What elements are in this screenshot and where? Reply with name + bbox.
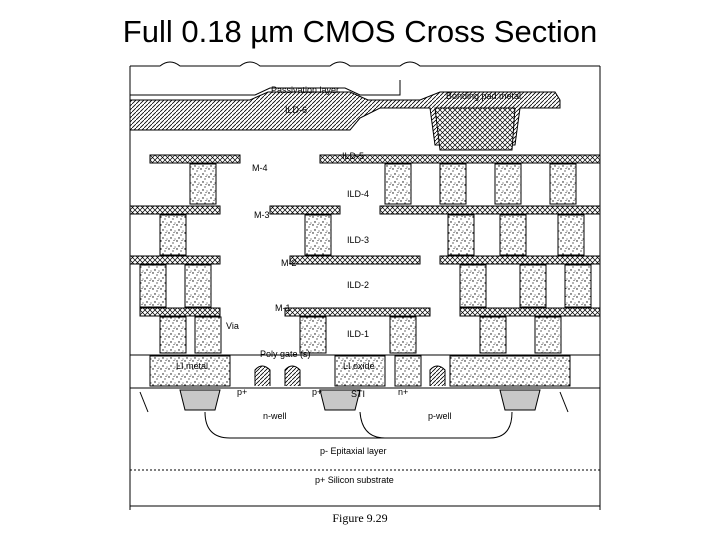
- label-passivation: Passivation layer: [271, 85, 339, 95]
- label-ild5: ILD-5: [342, 151, 364, 161]
- label-p-plus-right: p+: [312, 387, 322, 397]
- label-ild1: ILD-1: [347, 329, 369, 339]
- label-bonding-pad: Bonding pad metal: [446, 91, 521, 101]
- label-n-plus: n+: [398, 387, 408, 397]
- label-m3: M-3: [254, 210, 270, 220]
- local-interconnect: [130, 354, 600, 387]
- bonding-pad-metal: [434, 107, 516, 151]
- well-boundaries: [204, 411, 513, 439]
- label-p-well: p-well: [428, 411, 452, 421]
- via-plugs: [139, 163, 592, 354]
- passivation-layer: [130, 61, 600, 96]
- label-silicon-substrate: p+ Silicon substrate: [315, 475, 394, 485]
- label-ild2: ILD-2: [347, 280, 369, 290]
- label-n-well: n-well: [263, 411, 287, 421]
- label-via: Via: [226, 321, 239, 331]
- label-li-metal: LI metal: [176, 361, 208, 371]
- figure-caption: Figure 9.29: [332, 511, 387, 525]
- label-m2: M-2: [281, 258, 297, 268]
- label-p-plus-left: p+: [237, 387, 247, 397]
- label-epitaxial-layer: p- Epitaxial layer: [320, 446, 387, 456]
- label-m1: M-1: [275, 303, 291, 313]
- label-sti: STI: [351, 389, 365, 399]
- diagram-frame: [129, 66, 601, 510]
- label-poly-gate: Poly gate (s): [260, 349, 311, 359]
- label-ild3: ILD-3: [347, 235, 369, 245]
- slide-title: Full 0.18 µm CMOS Cross Section: [122, 14, 598, 49]
- label-li-oxide: LI oxide: [343, 361, 375, 371]
- silicon-surface-sti: [130, 387, 600, 413]
- metal-layers: [129, 154, 601, 317]
- label-ild6: ILD-6: [285, 105, 307, 115]
- label-m4: M-4: [252, 163, 268, 173]
- label-ild4: ILD-4: [347, 189, 369, 199]
